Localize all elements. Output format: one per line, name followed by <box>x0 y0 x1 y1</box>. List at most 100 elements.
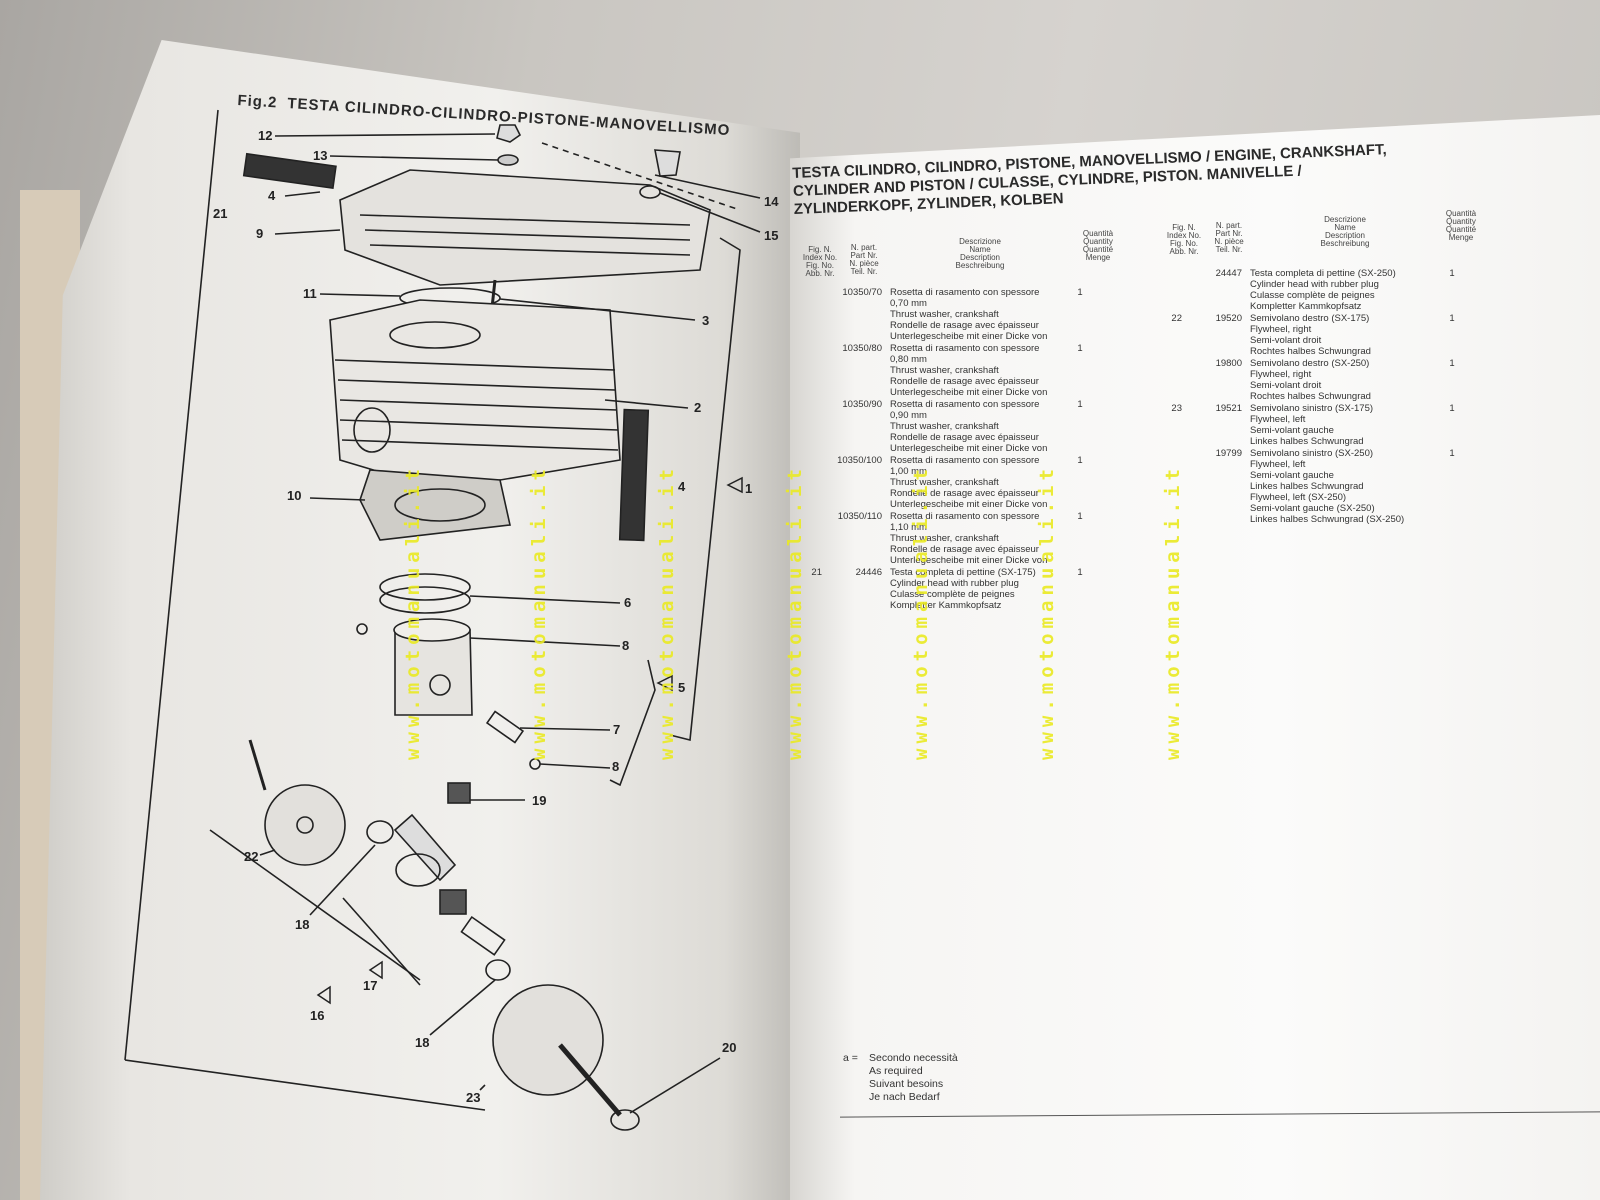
callout-23: 23 <box>466 1090 480 1105</box>
description-line: Rondelle de rasage avec épaisseur <box>890 488 1039 499</box>
row-quantity: 1 <box>1077 511 1083 522</box>
row-quantity: 1 <box>1449 268 1455 279</box>
header-desc-right: Descrizione Name Description Beschreibun… <box>1320 215 1370 248</box>
watermark-3: www.motomanuali.it <box>656 464 678 760</box>
description-line: Unterlegescheibe mit einer Dicke von <box>890 387 1048 398</box>
description-line: Thrust washer, crankshaft <box>890 309 999 320</box>
callout-18a: 18 <box>295 917 309 932</box>
footnote-line-4: Je nach Bedarf <box>869 1091 940 1103</box>
row-fig-number: 23 <box>1171 403 1182 414</box>
row-fig-number: 22 <box>1171 313 1182 324</box>
description-line: Semivolano sinistro (SX-175) <box>1250 403 1374 414</box>
header-qty-left: Quantità Quantity Quantité Menge <box>1082 229 1114 262</box>
row-part-number: 10350/90 <box>842 399 882 410</box>
watermark-6: www.motomanuali.it <box>1036 464 1058 760</box>
callout-7: 7 <box>613 722 620 737</box>
callout-5: 5 <box>678 680 685 695</box>
row-quantity: 1 <box>1449 448 1455 459</box>
callout-19: 19 <box>532 793 546 808</box>
description-line: Semi-volant gauche <box>1250 425 1334 436</box>
row-part-number: 19520 <box>1215 313 1242 324</box>
header-fig-right: Fig. N. Index No. Fig. No. Abb. Nr. <box>1166 223 1202 256</box>
footnote-line-2: As required <box>869 1065 923 1077</box>
description-line: 1,00 mm <box>890 466 927 477</box>
description-line: Rosetta di rasamento con spessore <box>890 399 1040 410</box>
description-line: 0,90 mm <box>890 410 927 421</box>
frame-line-left <box>124 109 219 1061</box>
header-fig-left: Fig. N. Index No. Fig. No. Abb. Nr. <box>802 245 838 278</box>
description-line: 0,70 mm <box>890 298 927 309</box>
callout-12: 12 <box>258 128 272 143</box>
description-line: Rosetta di rasamento con spessore <box>890 287 1040 298</box>
description-line: Rochtes halbes Schwungrad <box>1250 346 1371 357</box>
row-part-number: 10350/70 <box>842 287 882 298</box>
description-line: Thrust washer, crankshaft <box>890 533 999 544</box>
callout-8b: 8 <box>612 759 619 774</box>
callout-16: 16 <box>310 1008 324 1023</box>
callout-21: 21 <box>213 206 227 221</box>
row-description: Semivolano sinistro (SX-175)Flywheel, le… <box>1250 403 1373 447</box>
description-line: Culasse complète de peignes <box>1250 290 1375 301</box>
header-desc-left: Descrizione Name Description Beschreibun… <box>955 237 1005 270</box>
callout-11: 11 <box>303 286 317 301</box>
row-quantity: 1 <box>1077 455 1083 466</box>
description-line: Unterlegescheibe mit einer Dicke von <box>890 443 1048 454</box>
description-line: Semi-volant gauche <box>1250 470 1334 481</box>
watermark-7: www.motomanuali.it <box>1162 464 1184 760</box>
description-line: Linkes halbes Schwungrad <box>1250 436 1364 447</box>
row-quantity: 1 <box>1077 343 1083 354</box>
description-line: Testa completa di pettine (SX-175) <box>890 567 1036 578</box>
description-line: Kompletter Kammkopfsatz <box>1250 301 1362 312</box>
description-line: Semivolano sinistro (SX-250) <box>1250 448 1374 459</box>
description-line: Linkes halbes Schwungrad <box>1250 481 1364 492</box>
watermark-2: www.motomanuali.it <box>528 464 550 760</box>
description-line: Cylinder head with rubber plug <box>890 578 1019 589</box>
footnote-line-3: Suivant besoins <box>869 1078 944 1090</box>
description-line: Thrust washer, crankshaft <box>890 365 999 376</box>
row-quantity: 1 <box>1449 313 1455 324</box>
description-line: Unterlegescheibe mit einer Dicke von <box>890 331 1048 342</box>
description-line: Rosetta di rasamento con spessore <box>890 343 1040 354</box>
description-line: Semi-volant droit <box>1250 335 1322 346</box>
watermark-4: www.motomanuali.it <box>784 464 806 760</box>
callout-1: 1 <box>745 481 752 496</box>
footnote-line-1: Secondo necessità <box>869 1052 958 1064</box>
description-line: Linkes halbes Schwungrad (SX-250) <box>1250 514 1405 525</box>
footnote-key: a = <box>843 1052 858 1064</box>
description-line: Cylinder head with rubber plug <box>1250 279 1379 290</box>
callout-8a: 8 <box>622 638 629 653</box>
row-part-number: 10350/100 <box>837 455 882 466</box>
row-description: Testa completa di pettine (SX-175)Cylind… <box>890 567 1036 611</box>
row-quantity: 1 <box>1077 399 1083 410</box>
description-line: 1,10 mm <box>890 522 927 533</box>
description-line: Culasse complète de peignes <box>890 589 1015 600</box>
description-line: Flywheel, right <box>1250 324 1312 335</box>
description-line: 0,80 mm <box>890 354 927 365</box>
callout-2: 2 <box>694 400 701 415</box>
description-line: Flywheel, left <box>1250 414 1306 425</box>
description-line: Rondelle de rasage avec épaisseur <box>890 320 1039 331</box>
watermark-1: www.motomanuali.it <box>402 464 424 760</box>
footnote: a = Secondo necessità As required Suivant… <box>843 1052 958 1104</box>
description-line: Rondelle de rasage avec épaisseur <box>890 376 1039 387</box>
description-line: Semivolano destro (SX-250) <box>1250 358 1370 369</box>
description-line: Kompletter Kammkopfsatz <box>890 600 1002 611</box>
callout-20: 20 <box>722 1040 736 1055</box>
callout-9: 9 <box>256 226 263 241</box>
callout-22: 22 <box>244 849 258 864</box>
callout-14: 14 <box>764 194 779 209</box>
callout-10: 10 <box>287 488 301 503</box>
row-quantity: 1 <box>1077 567 1083 578</box>
callout-15: 15 <box>764 228 778 243</box>
description-line: Unterlegescheibe mit einer Dicke von <box>890 499 1048 510</box>
header-part-right: N. part. Part Nr. N. pièce Teil. Nr. <box>1214 221 1244 254</box>
description-line: Semi-volant gauche (SX-250) <box>1250 503 1375 514</box>
comb-side-shape <box>618 408 650 542</box>
callout-4b: 4 <box>678 479 686 494</box>
callout-18b: 18 <box>415 1035 429 1050</box>
description-line: Flywheel, left <box>1250 459 1306 470</box>
